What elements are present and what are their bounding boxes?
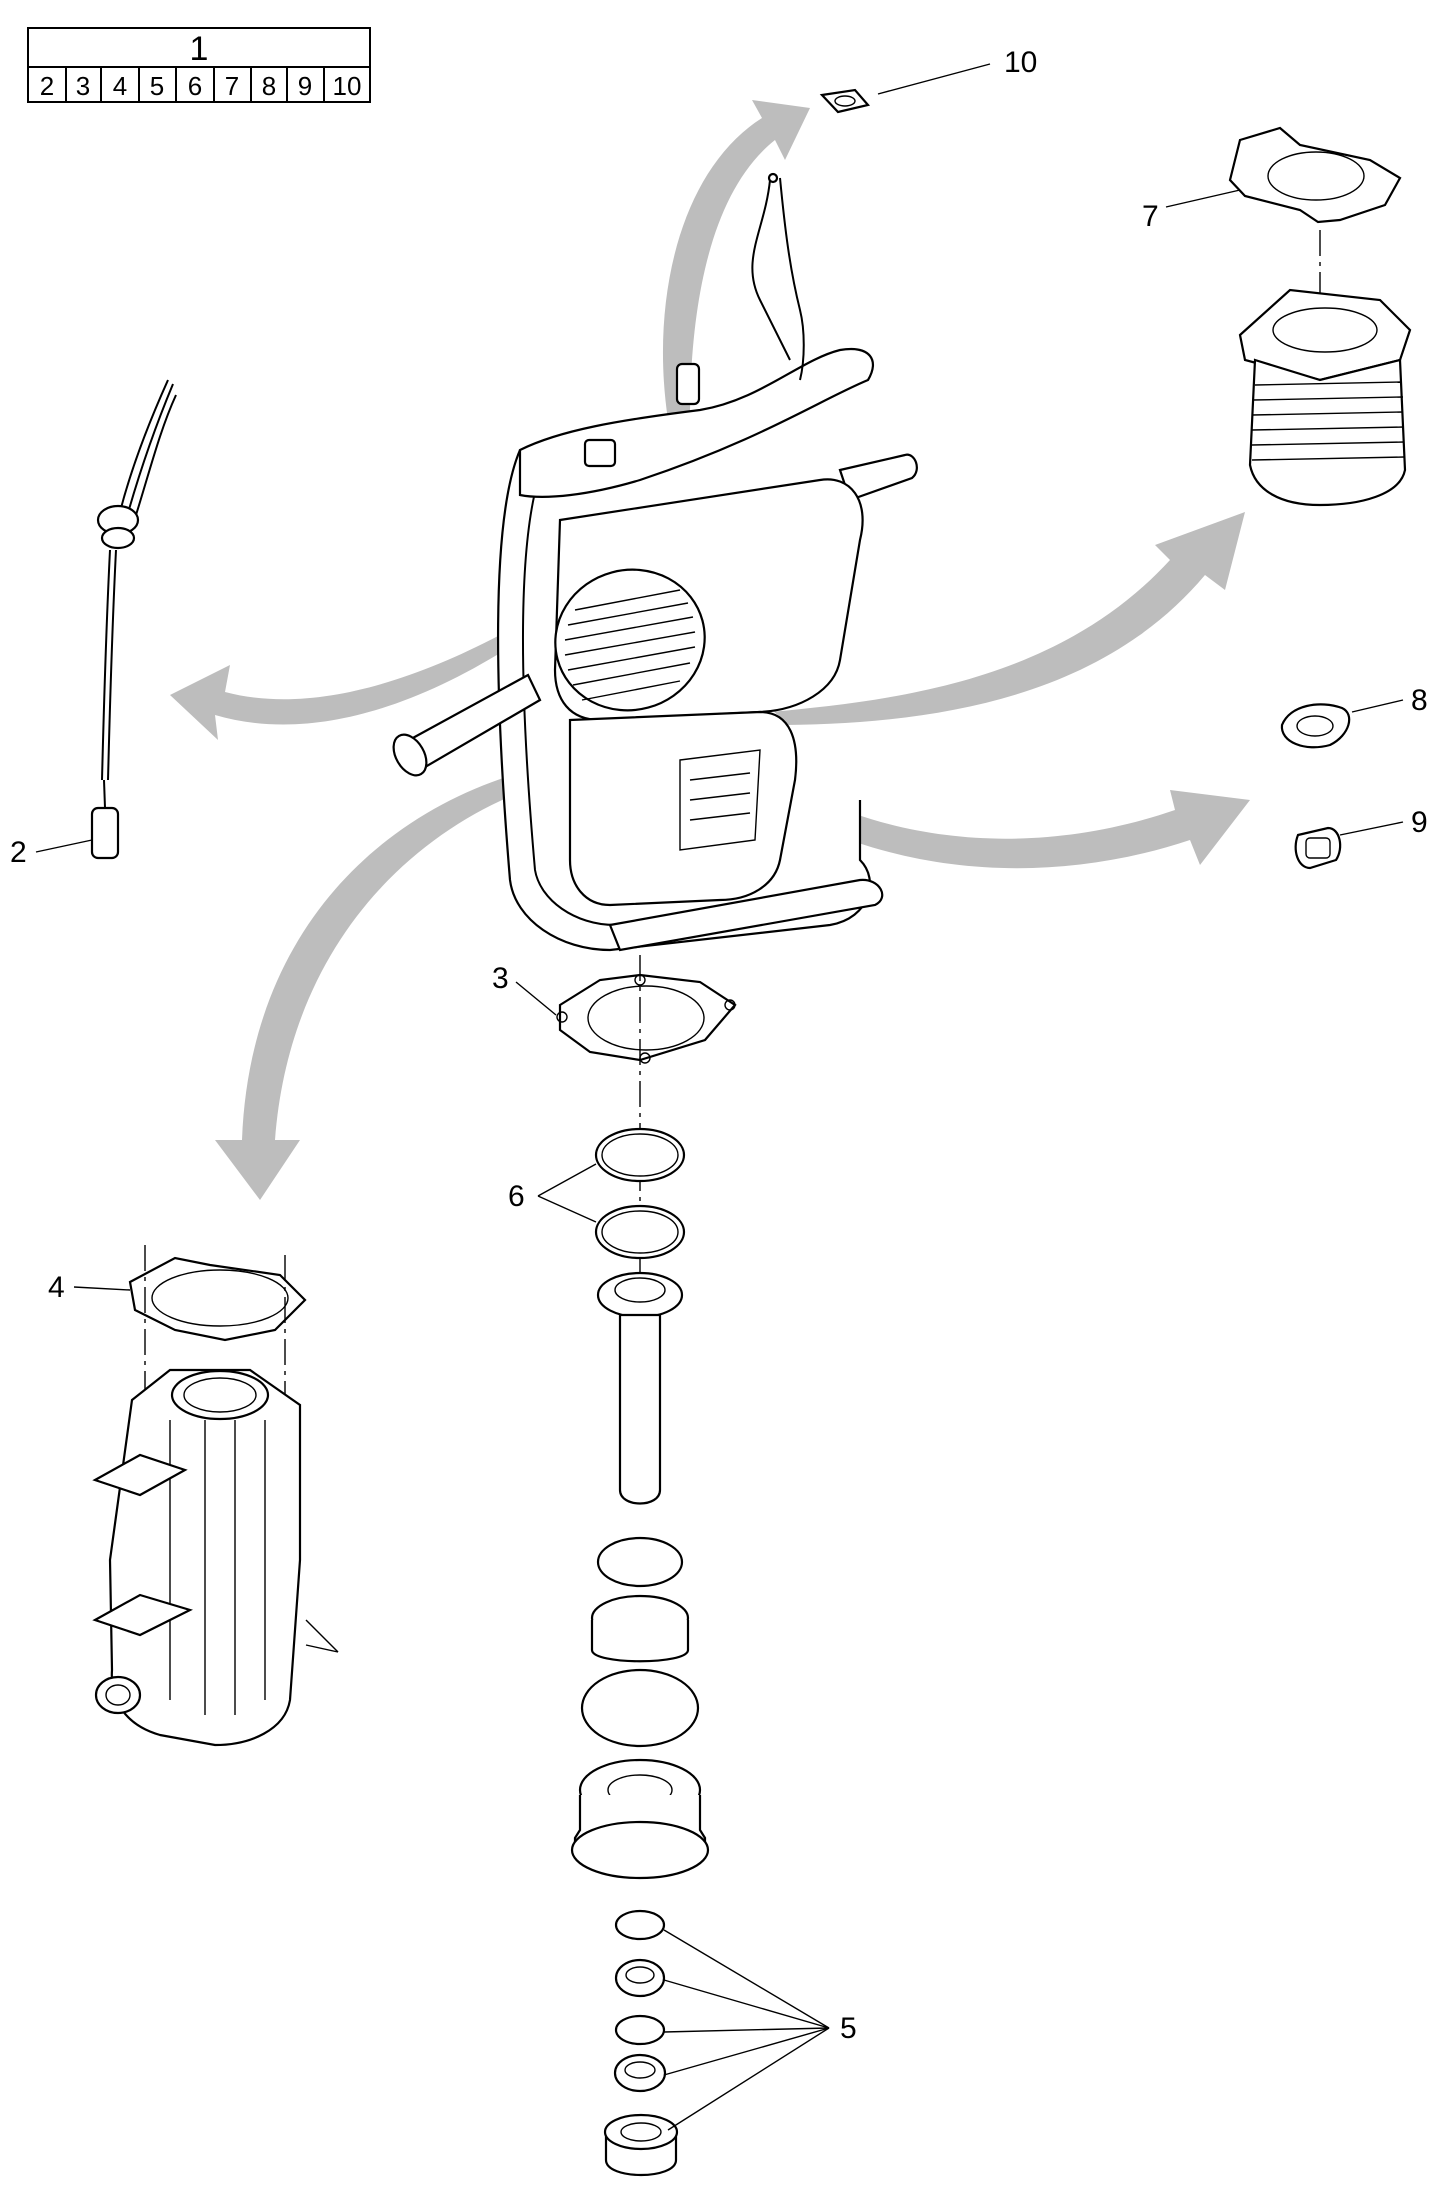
arrow-to-fuel-line: [170, 635, 505, 740]
legend-cell: 7: [225, 71, 239, 101]
exhaust-gasket-8: [1280, 703, 1351, 749]
callout-8: 8: [1411, 684, 1428, 717]
arrow-to-cylinder: [770, 512, 1245, 725]
legend-cell: 3: [76, 71, 90, 101]
housing-part-4: [92, 1245, 307, 1747]
callout-7: 7: [1142, 200, 1159, 233]
callout-10: 10: [1004, 46, 1037, 79]
shaft-assembly: [570, 1271, 710, 2176]
legend-cell: 9: [298, 71, 312, 101]
callout-9: 9: [1411, 806, 1428, 839]
legend-table: 1 2 3 4 5 6 7 8 9 10: [27, 27, 371, 103]
callout-6: 6: [508, 1180, 525, 1213]
legend-cell: 4: [113, 71, 127, 101]
o-rings-6: [594, 1127, 686, 1260]
legend-cell: 6: [188, 71, 202, 101]
callout-labels: 10 7 8 9 2 3 4 6 5: [10, 46, 1428, 2045]
fuel-line-part: [90, 379, 177, 860]
cylinder-part: [1228, 126, 1412, 507]
exhaust-gasket-9: [1294, 826, 1342, 870]
arrow-to-housing: [215, 765, 555, 1200]
legend-cell: 10: [333, 71, 362, 101]
engine-assembly: [392, 172, 918, 952]
callout-2: 2: [10, 836, 27, 869]
leader-lines: [35, 63, 1404, 2131]
legend-cell: 2: [40, 71, 54, 101]
legend-cell: 8: [262, 71, 276, 101]
legend-cell: 5: [150, 71, 164, 101]
legend-title: 1: [190, 30, 209, 68]
flange-gasket-3: [556, 973, 737, 1064]
callout-4: 4: [48, 1271, 65, 1304]
callout-5: 5: [840, 2012, 857, 2045]
callout-3: 3: [492, 962, 509, 995]
gasket-10-part: [819, 88, 871, 114]
